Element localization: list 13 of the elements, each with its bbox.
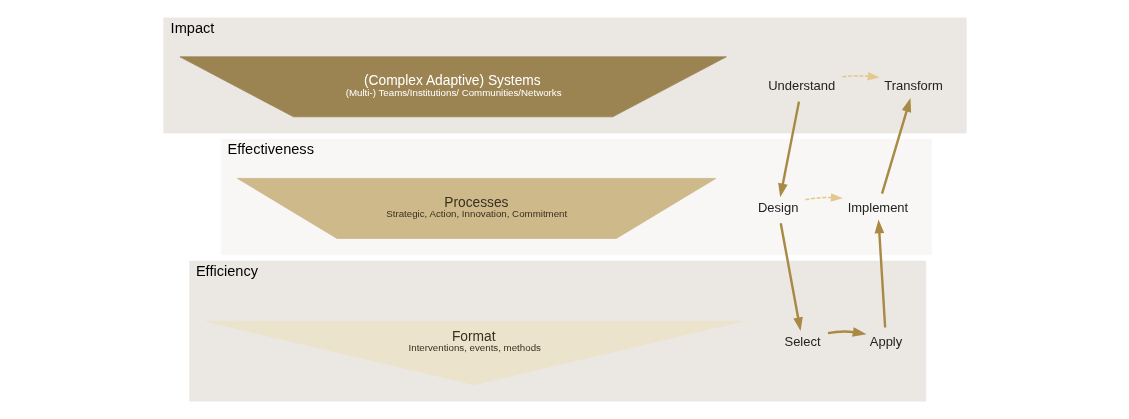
arrow <box>827 327 866 337</box>
arrow <box>804 193 843 202</box>
node-text: Transform <box>883 77 943 93</box>
node-text: Implement <box>847 199 908 215</box>
node-text: Design <box>757 199 798 215</box>
node-text: Apply <box>869 333 902 349</box>
arrow <box>874 219 886 328</box>
node-text: Select <box>784 333 821 349</box>
arrow <box>777 101 800 198</box>
arrow <box>779 222 803 332</box>
arrow <box>880 98 911 195</box>
node-text: Understand <box>767 77 835 93</box>
arrow <box>841 71 880 81</box>
